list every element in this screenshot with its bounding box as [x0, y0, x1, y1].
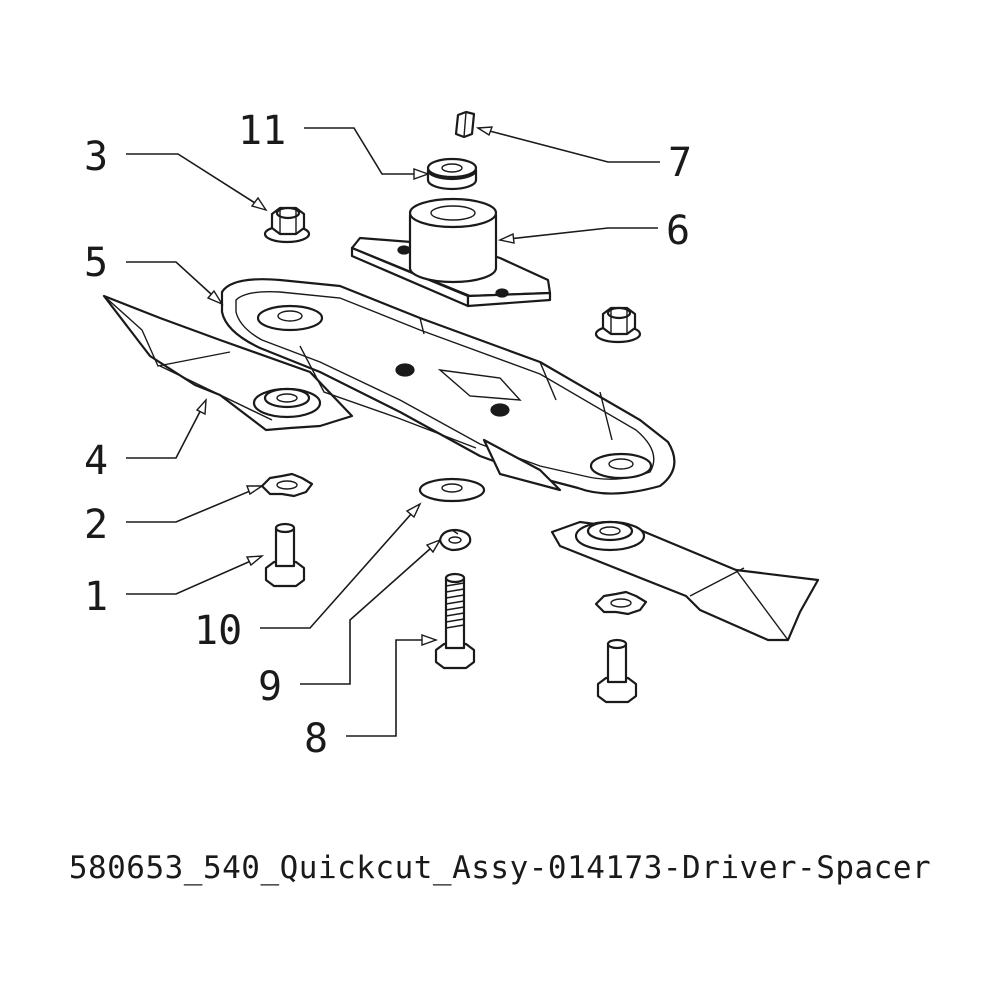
- part-4-blade-left: [102, 294, 354, 432]
- part-6-driver: [350, 197, 552, 308]
- part-5-blade-carrier: [220, 278, 676, 495]
- part-2-serrated-washer: [260, 472, 314, 498]
- callout-7: 7: [668, 140, 692, 186]
- callout-9: 9: [258, 664, 282, 710]
- diagram-caption: 580653_540_Quickcut_Assy-014173-Driver-S…: [68, 850, 932, 886]
- part-7-key: [454, 110, 476, 139]
- callout-numbers: 3 11 7 6 5 4 2 1 10 9 8: [84, 108, 692, 762]
- leader-lines: [126, 126, 660, 737]
- part-9-spring-washer: [438, 528, 472, 552]
- part-10-flat-washer: [418, 477, 486, 503]
- callout-4: 4: [84, 438, 108, 484]
- flange-nut-right: [594, 306, 642, 344]
- short-bolt-right: [596, 638, 638, 704]
- callout-11: 11: [238, 108, 286, 154]
- part-3-flange-nut: [263, 206, 311, 244]
- part-11-spacer: [426, 157, 478, 191]
- callout-2: 2: [84, 502, 108, 548]
- blade-right: [550, 520, 820, 642]
- callout-1: 1: [84, 574, 108, 620]
- callout-6: 6: [666, 208, 690, 254]
- serrated-washer-right: [594, 590, 648, 616]
- part-1-short-bolt: [264, 522, 306, 588]
- callout-3: 3: [84, 134, 108, 180]
- callout-10: 10: [194, 608, 242, 654]
- callout-8: 8: [304, 716, 328, 762]
- part-8-long-bolt: [434, 572, 476, 670]
- callout-5: 5: [84, 240, 108, 286]
